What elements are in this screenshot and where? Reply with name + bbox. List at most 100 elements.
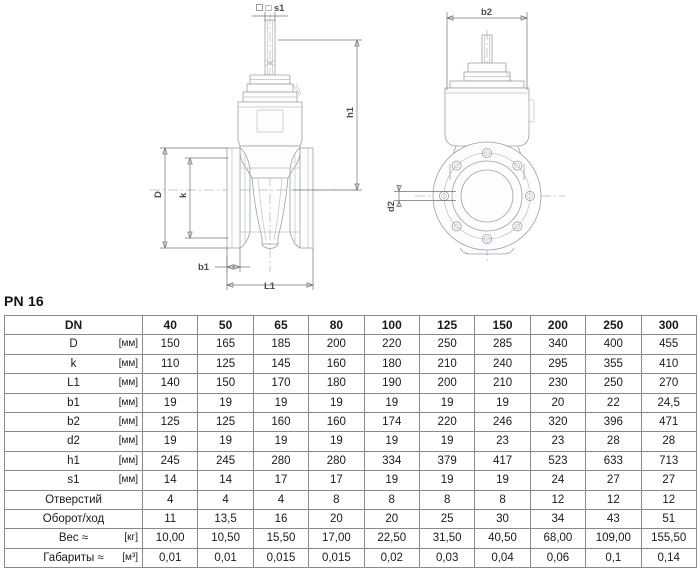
cell-h1-300: 713 bbox=[640, 450, 697, 472]
cell-h1-50: 245 bbox=[197, 450, 254, 472]
cell-L1-200: 230 bbox=[529, 373, 587, 394]
row-label-b1: b1[мм] bbox=[4, 392, 143, 414]
row-label-Вес ≈: Вес ≈ [кг] bbox=[4, 528, 143, 549]
cell-b1-300: 24,5 bbox=[640, 392, 697, 414]
technical-drawing-area: □ s1 h1 D bbox=[150, 3, 565, 292]
row-unit: [мм] bbox=[118, 454, 138, 466]
cell-Отверстий-125: 8 bbox=[418, 489, 476, 511]
cell-L1-50: 150 bbox=[197, 373, 254, 394]
row-label-D: D[мм] bbox=[4, 334, 143, 355]
cell-Оборот/ход-100: 20 bbox=[363, 509, 420, 530]
dim-d2: d2 bbox=[386, 185, 456, 212]
cell-Габариты ≈-40: 0,01 bbox=[141, 547, 199, 568]
cell-Габариты ≈-250: 0,1 bbox=[585, 547, 642, 568]
cell-Вес ≈-250: 109,00 bbox=[585, 528, 642, 549]
cell-L1-250: 250 bbox=[585, 373, 642, 394]
cell-b1-200: 20 bbox=[529, 392, 587, 414]
row-label-text: Вес ≈ bbox=[58, 532, 89, 545]
cell-b2-80: 160 bbox=[308, 412, 365, 433]
row-label-text: b1 bbox=[67, 396, 80, 409]
row-unit: [мм] bbox=[118, 435, 138, 447]
cell-Вес ≈-100: 22,50 bbox=[363, 528, 420, 549]
header-dn-50: 50 bbox=[197, 314, 254, 336]
cell-D-100: 220 bbox=[363, 334, 420, 355]
cell-Габариты ≈-125: 0,03 bbox=[418, 547, 476, 568]
pressure-rating-title: PN 16 bbox=[4, 293, 44, 309]
bolt-hole bbox=[481, 147, 492, 158]
dim-s1: □ s1 bbox=[252, 3, 288, 22]
cell-b2-125: 220 bbox=[418, 412, 476, 433]
gland-nut-assembly-right bbox=[463, 62, 513, 83]
cell-Оборот/ход-40: 11 bbox=[141, 509, 199, 530]
cell-b1-80: 19 bbox=[308, 392, 365, 414]
cell-k-250: 355 bbox=[585, 353, 642, 375]
cell-h1-250: 633 bbox=[585, 450, 642, 472]
cell-D-300: 455 bbox=[640, 334, 697, 355]
cell-s1-40: 14 bbox=[141, 470, 199, 491]
cell-k-80: 160 bbox=[308, 353, 365, 375]
cell-b2-200: 320 bbox=[529, 412, 587, 433]
cell-s1-200: 24 bbox=[529, 470, 587, 491]
gland-nut-assembly bbox=[242, 74, 302, 103]
header-dn-300: 300 bbox=[640, 314, 697, 336]
dim-label-D: D bbox=[153, 191, 164, 198]
cell-L1-125: 200 bbox=[418, 373, 476, 394]
bolt-circle bbox=[443, 152, 531, 240]
cell-D-125: 250 bbox=[418, 334, 476, 355]
row-label-text: d2 bbox=[67, 435, 80, 448]
cell-Вес ≈-65: 15,50 bbox=[252, 528, 310, 549]
row-label-text: k bbox=[70, 357, 77, 370]
cell-Габариты ≈-50: 0,01 bbox=[197, 547, 254, 568]
row-label-L1: L1[мм] bbox=[4, 373, 143, 394]
right-view-side-elevation: b2 d2 bbox=[386, 7, 565, 262]
cell-Оборот/ход-200: 34 bbox=[529, 509, 587, 530]
cell-b2-300: 471 bbox=[640, 412, 697, 433]
row-label-text: Отверстий bbox=[45, 493, 102, 506]
cell-d2-65: 19 bbox=[252, 431, 310, 452]
dim-label-h1: h1 bbox=[345, 106, 356, 118]
cell-b2-150: 246 bbox=[474, 412, 531, 433]
right-flange bbox=[289, 147, 314, 249]
row-unit: [мм] bbox=[118, 474, 138, 486]
row-unit: [мм] bbox=[118, 416, 138, 428]
cell-Отверстий-65: 4 bbox=[252, 489, 310, 511]
cell-s1-300: 27 bbox=[640, 470, 697, 491]
cell-s1-125: 19 bbox=[418, 470, 476, 491]
cell-d2-125: 19 bbox=[418, 431, 476, 452]
cell-d2-150: 23 bbox=[474, 431, 531, 452]
dim-label-b2: b2 bbox=[481, 7, 492, 18]
cell-d2-80: 19 bbox=[308, 431, 365, 452]
cell-L1-65: 170 bbox=[252, 373, 310, 394]
cell-b1-250: 22 bbox=[585, 392, 642, 414]
cell-b2-50: 125 bbox=[197, 412, 254, 433]
cell-Оборот/ход-125: 25 bbox=[418, 509, 476, 530]
dim-b1: b1 bbox=[198, 248, 250, 273]
cell-s1-100: 19 bbox=[363, 470, 420, 491]
dim-D: D bbox=[153, 146, 228, 250]
cell-h1-80: 280 bbox=[308, 450, 365, 472]
header-dn-200: 200 bbox=[529, 314, 587, 336]
header-dn-label: DN bbox=[4, 314, 143, 336]
left-view-front-elevation: □ s1 h1 D bbox=[150, 3, 362, 292]
cell-Отверстий-250: 12 bbox=[585, 489, 642, 511]
cell-Оборот/ход-50: 13,5 bbox=[197, 509, 254, 530]
row-unit: [кг] bbox=[124, 532, 138, 544]
cell-d2-100: 19 bbox=[363, 431, 420, 452]
cell-Вес ≈-150: 40,50 bbox=[474, 528, 531, 549]
header-dn-150: 150 bbox=[474, 314, 531, 336]
raised-face-circle bbox=[451, 160, 523, 232]
row-label-text: b2 bbox=[67, 416, 80, 429]
row-label-d2: d2 [мм] bbox=[4, 431, 143, 452]
nameplate bbox=[256, 109, 284, 133]
left-flange bbox=[226, 147, 251, 249]
cell-D-40: 150 bbox=[141, 334, 199, 355]
valve-bonnet bbox=[237, 101, 303, 147]
cell-Габариты ≈-200: 0,06 bbox=[529, 547, 587, 568]
